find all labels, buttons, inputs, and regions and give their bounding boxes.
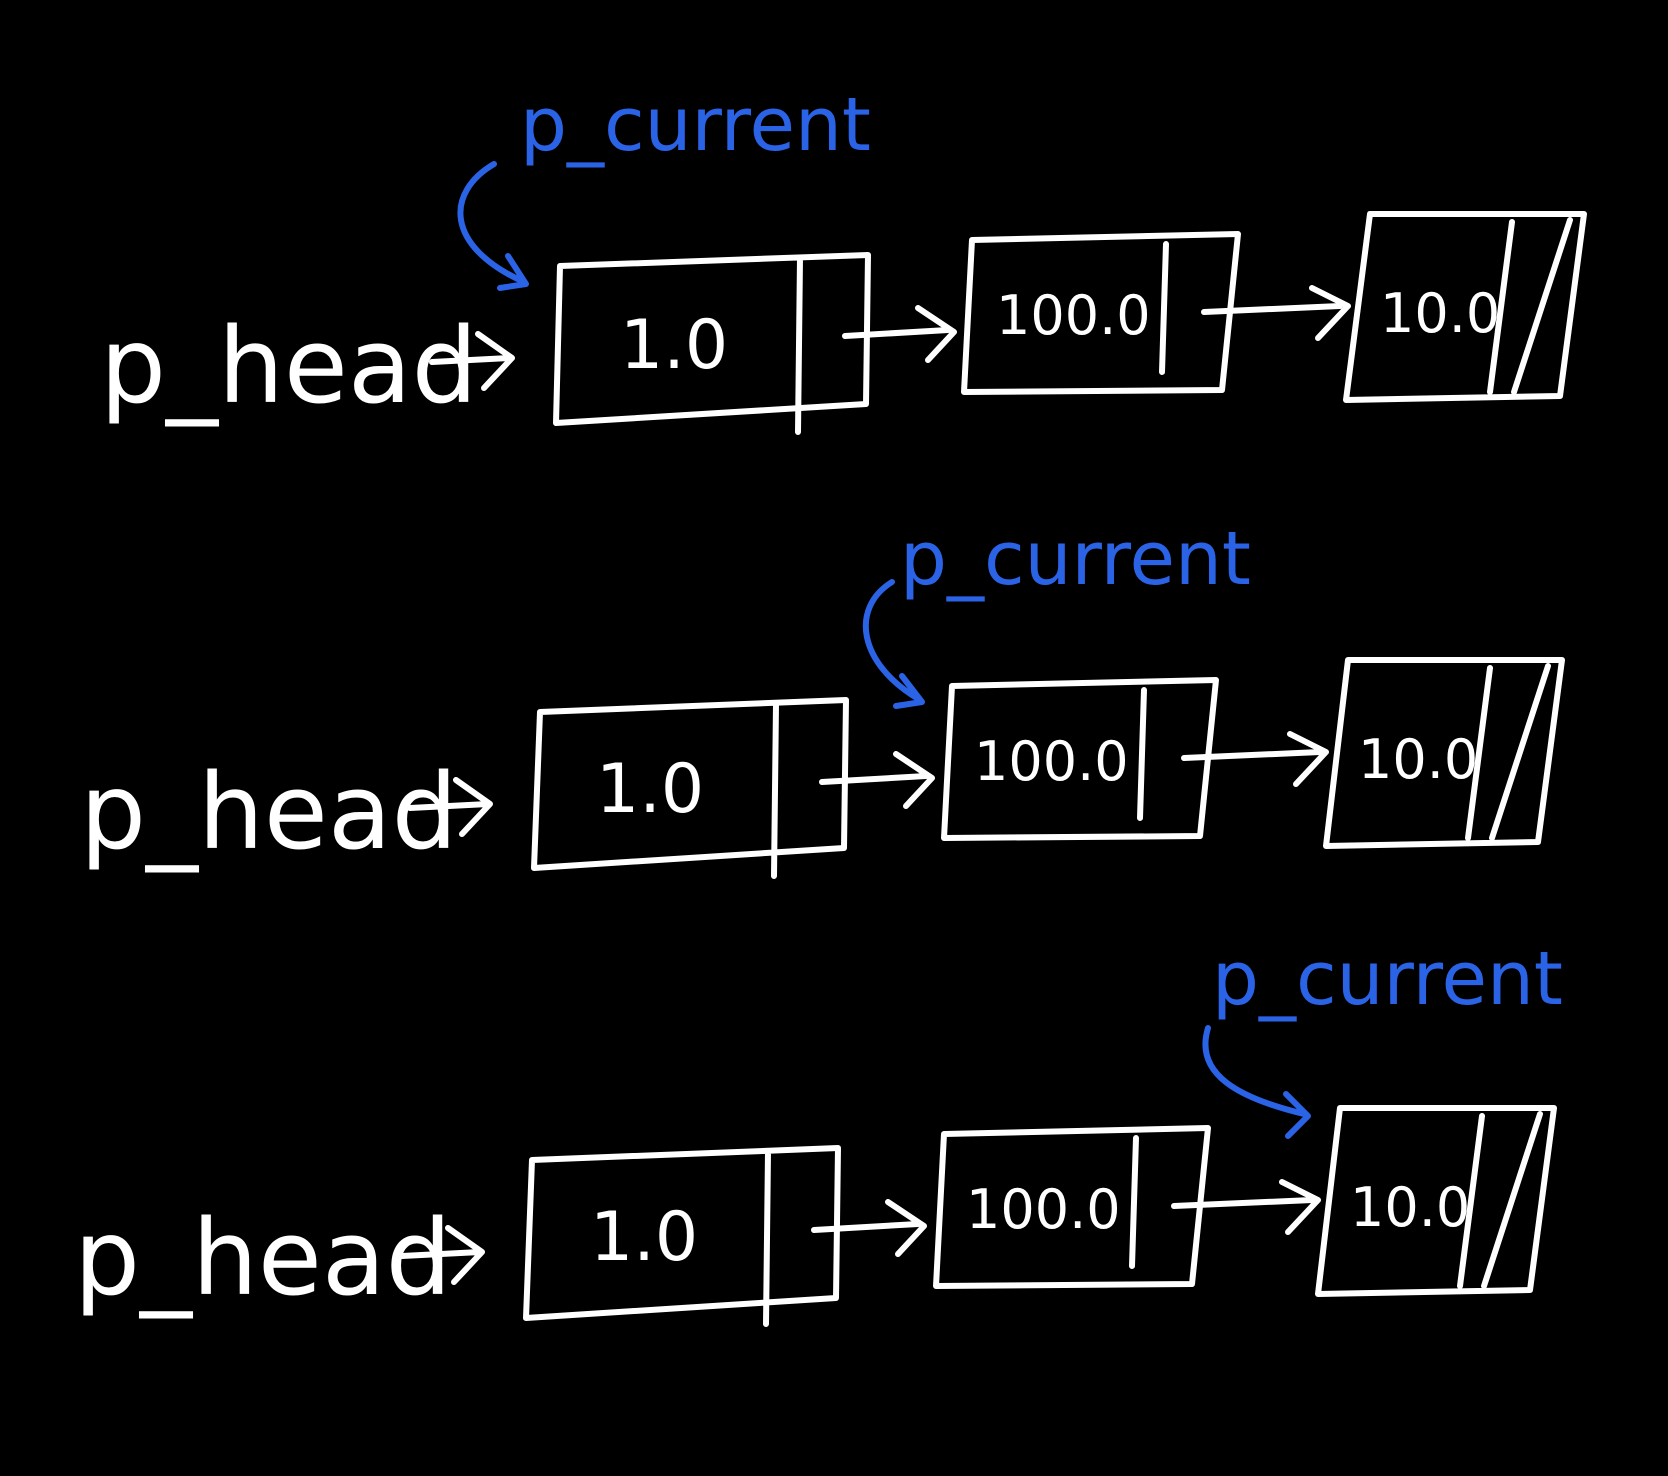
list-row-3: p_head 1.0 100.0 10.0 p_current [74, 936, 1563, 1327]
node-box [553, 252, 871, 435]
node-value: 100.0 [966, 1178, 1121, 1241]
next-arrow [811, 1199, 927, 1257]
next-arrow [1181, 731, 1329, 787]
head-arrow [429, 331, 515, 391]
node-box [933, 1125, 1211, 1289]
node-value: 100.0 [996, 284, 1151, 347]
current-pointer-label: p_current [900, 516, 1251, 602]
current-pointer-arrow [1202, 1025, 1311, 1139]
head-pointer-label: p_head [80, 751, 458, 873]
current-pointer-label: p_current [520, 82, 871, 168]
head-pointer-label: p_head [100, 305, 478, 427]
node-value: 1.0 [620, 306, 728, 385]
next-arrow [1171, 1179, 1321, 1235]
next-arrow [1201, 285, 1351, 341]
next-arrow [819, 751, 935, 809]
head-arrow [399, 1225, 485, 1285]
node-value: 10.0 [1350, 1176, 1470, 1239]
list-row-2: p_head 1.0 100.0 10.0 p_current [80, 516, 1565, 879]
node-value: 1.0 [596, 750, 704, 829]
list-row-1: p_head 1.0 100.0 10.0 p_current [100, 82, 1587, 435]
head-arrow [407, 777, 493, 837]
current-pointer-arrow [862, 579, 925, 709]
next-arrow [842, 305, 957, 363]
head-pointer-label: p_head [74, 1197, 452, 1319]
node-value: 1.0 [590, 1198, 698, 1277]
node-value: 100.0 [974, 730, 1129, 793]
node-box [941, 677, 1219, 841]
current-pointer-arrow [457, 161, 529, 291]
node-box [531, 697, 849, 879]
null-node-box [1315, 1105, 1557, 1297]
node-value: 10.0 [1358, 728, 1478, 791]
node-value: 10.0 [1380, 282, 1500, 345]
null-node-box [1323, 657, 1565, 849]
null-node-box [1343, 211, 1587, 403]
current-pointer-label: p_current [1212, 936, 1563, 1022]
node-box [523, 1145, 841, 1327]
node-box [961, 231, 1241, 395]
